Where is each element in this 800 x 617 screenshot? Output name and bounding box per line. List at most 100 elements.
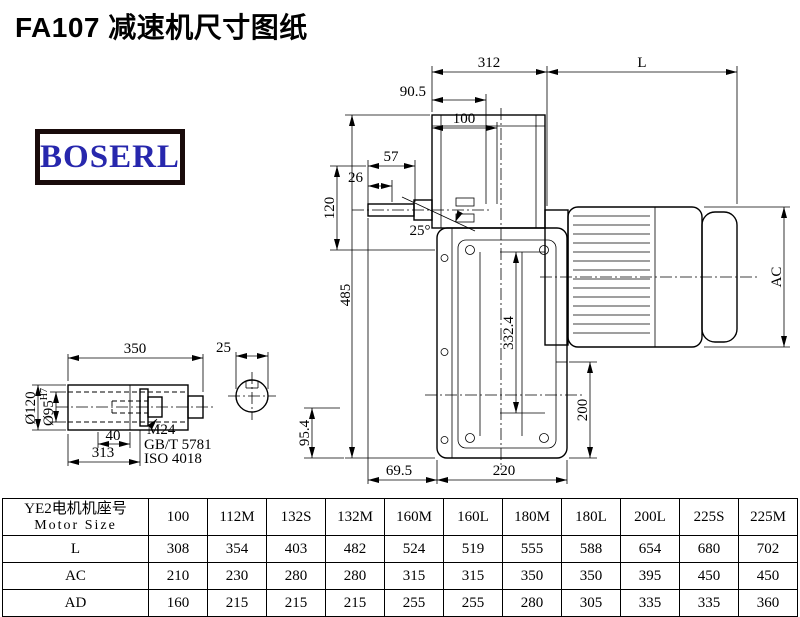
angle-25-annotation: 25° bbox=[401, 196, 476, 239]
page-title: FA107 减速机尺寸图纸 bbox=[15, 12, 308, 43]
cell-AD-5: 255 bbox=[443, 589, 503, 617]
dim-200: 200 bbox=[569, 361, 597, 459]
cell-L-9: 680 bbox=[679, 535, 739, 563]
motor-size-table: YE2电机机座号 Motor Size 100 112M 132S 132M 1… bbox=[2, 498, 798, 617]
dim-332-4: 332.4 bbox=[500, 251, 545, 414]
dim-100-label: 100 bbox=[453, 111, 476, 127]
cell-AD-3: 215 bbox=[325, 589, 385, 617]
row-label-L: L bbox=[2, 535, 149, 563]
dim-313-label: 313 bbox=[92, 445, 115, 461]
dim-120-label: 120 bbox=[322, 197, 338, 220]
cell-L-10: 702 bbox=[738, 535, 798, 563]
dim-350-label: 350 bbox=[124, 341, 147, 357]
cell-AC-7: 350 bbox=[561, 562, 621, 590]
dim-L-label: L bbox=[637, 55, 646, 71]
cell-L-0: 308 bbox=[148, 535, 208, 563]
standard-iso-label: ISO 4018 bbox=[144, 451, 202, 467]
cell-AD-7: 305 bbox=[561, 589, 621, 617]
dim-90-5-label: 90.5 bbox=[400, 84, 426, 100]
bolt-label: M24 bbox=[147, 422, 176, 438]
dim-57: 57 bbox=[367, 149, 416, 204]
dim-40-label: 40 bbox=[106, 428, 121, 444]
dim-120: 120 bbox=[322, 165, 435, 251]
motor-size-header-en: Motor Size bbox=[34, 517, 117, 533]
col-header-9: 225S bbox=[679, 498, 739, 536]
dim-350: 350 bbox=[67, 341, 204, 392]
cell-AC-3: 280 bbox=[325, 562, 385, 590]
cell-AC-6: 350 bbox=[502, 562, 562, 590]
boserl-logo: BOSERL bbox=[35, 129, 185, 185]
cell-AD-9: 335 bbox=[679, 589, 739, 617]
dim-485-label: 485 bbox=[338, 284, 354, 307]
dim-25-label: 25 bbox=[216, 340, 231, 356]
motor-fins bbox=[573, 215, 650, 334]
dim-40: 40 bbox=[97, 428, 131, 448]
row-label-AC: AC bbox=[2, 562, 149, 590]
end-bolt-head bbox=[147, 396, 163, 418]
cell-L-6: 555 bbox=[502, 535, 562, 563]
dim-69-5-label: 69.5 bbox=[386, 463, 412, 479]
table-row-AD: AD 160 215 215 215 255 255 280 305 335 3… bbox=[2, 589, 798, 617]
cell-AD-10: 360 bbox=[738, 589, 798, 617]
table-header-row: YE2电机机座号 Motor Size 100 112M 132S 132M 1… bbox=[2, 498, 798, 536]
col-header-6: 180M bbox=[502, 498, 562, 536]
col-header-2: 132S bbox=[266, 498, 326, 536]
dim-25: 25 bbox=[216, 340, 269, 389]
dim-dia120-label: Ø120 bbox=[23, 391, 39, 424]
angle-25-label: 25° bbox=[410, 223, 431, 239]
boserl-logo-text: BOSERL bbox=[40, 138, 180, 175]
input-shaft bbox=[352, 197, 492, 223]
housing-inner bbox=[457, 239, 557, 449]
shaft-end-step bbox=[187, 395, 204, 419]
bolt-callout: M24 GB/T 5781 ISO 4018 bbox=[144, 418, 212, 467]
cell-L-1: 354 bbox=[207, 535, 267, 563]
dim-485: 485 bbox=[338, 114, 435, 459]
dim-26-label: 26 bbox=[348, 170, 364, 186]
col-header-0: 100 bbox=[148, 498, 208, 536]
table-row-L: L 308 354 403 482 524 519 555 588 654 68… bbox=[2, 535, 798, 563]
cell-AC-0: 210 bbox=[148, 562, 208, 590]
motor bbox=[540, 206, 758, 348]
cell-L-8: 654 bbox=[620, 535, 680, 563]
end-washer bbox=[139, 388, 149, 427]
dim-dia95-label: Ø95H7 bbox=[39, 388, 57, 426]
shaft-end-view: 25 bbox=[216, 340, 276, 420]
cell-AD-1: 215 bbox=[207, 589, 267, 617]
dim-220-label: 220 bbox=[493, 463, 516, 479]
shaft-end-circle bbox=[235, 379, 269, 413]
dimension-drawing: 350 313 40 Ø120 Ø95H7 M24 bbox=[23, 55, 790, 484]
dim-dia95: Ø95H7 bbox=[39, 388, 66, 426]
dim-dia120: Ø120 bbox=[23, 384, 66, 431]
dim-313: 313 bbox=[67, 430, 141, 466]
cell-L-3: 482 bbox=[325, 535, 385, 563]
dim-AC: AC bbox=[704, 206, 790, 348]
cell-AC-8: 395 bbox=[620, 562, 680, 590]
cell-AD-2: 215 bbox=[266, 589, 326, 617]
cell-L-5: 519 bbox=[443, 535, 503, 563]
output-shaft-detail-view: 350 313 40 Ø120 Ø95H7 M24 bbox=[23, 341, 215, 467]
dim-332-4-label: 332.4 bbox=[501, 316, 517, 350]
dim-AC-label: AC bbox=[769, 267, 785, 288]
cell-L-7: 588 bbox=[561, 535, 621, 563]
col-header-8: 200L bbox=[620, 498, 680, 536]
cell-AC-2: 280 bbox=[266, 562, 326, 590]
cell-AC-5: 315 bbox=[443, 562, 503, 590]
dim-100: 100 bbox=[432, 111, 498, 204]
dim-200-label: 200 bbox=[575, 399, 591, 422]
dim-95-4-label: 95.4 bbox=[297, 419, 313, 446]
col-header-5: 160L bbox=[443, 498, 503, 536]
motor-size-header-cn: YE2电机机座号 bbox=[24, 500, 127, 517]
cell-L-4: 524 bbox=[384, 535, 444, 563]
dim-57-label: 57 bbox=[384, 149, 400, 165]
table-row-AC: AC 210 230 280 280 315 315 350 350 395 4… bbox=[2, 562, 798, 590]
cell-AD-0: 160 bbox=[148, 589, 208, 617]
housing-body bbox=[436, 227, 568, 459]
col-header-3: 132M bbox=[325, 498, 385, 536]
cell-AC-4: 315 bbox=[384, 562, 444, 590]
dim-90-5: 90.5 bbox=[400, 84, 487, 204]
cell-AD-4: 255 bbox=[384, 589, 444, 617]
dim-26: 26 bbox=[348, 170, 393, 202]
cell-AC-1: 230 bbox=[207, 562, 267, 590]
standard-gb-label: GB/T 5781 bbox=[144, 437, 212, 453]
gearbox-housing bbox=[425, 108, 585, 470]
